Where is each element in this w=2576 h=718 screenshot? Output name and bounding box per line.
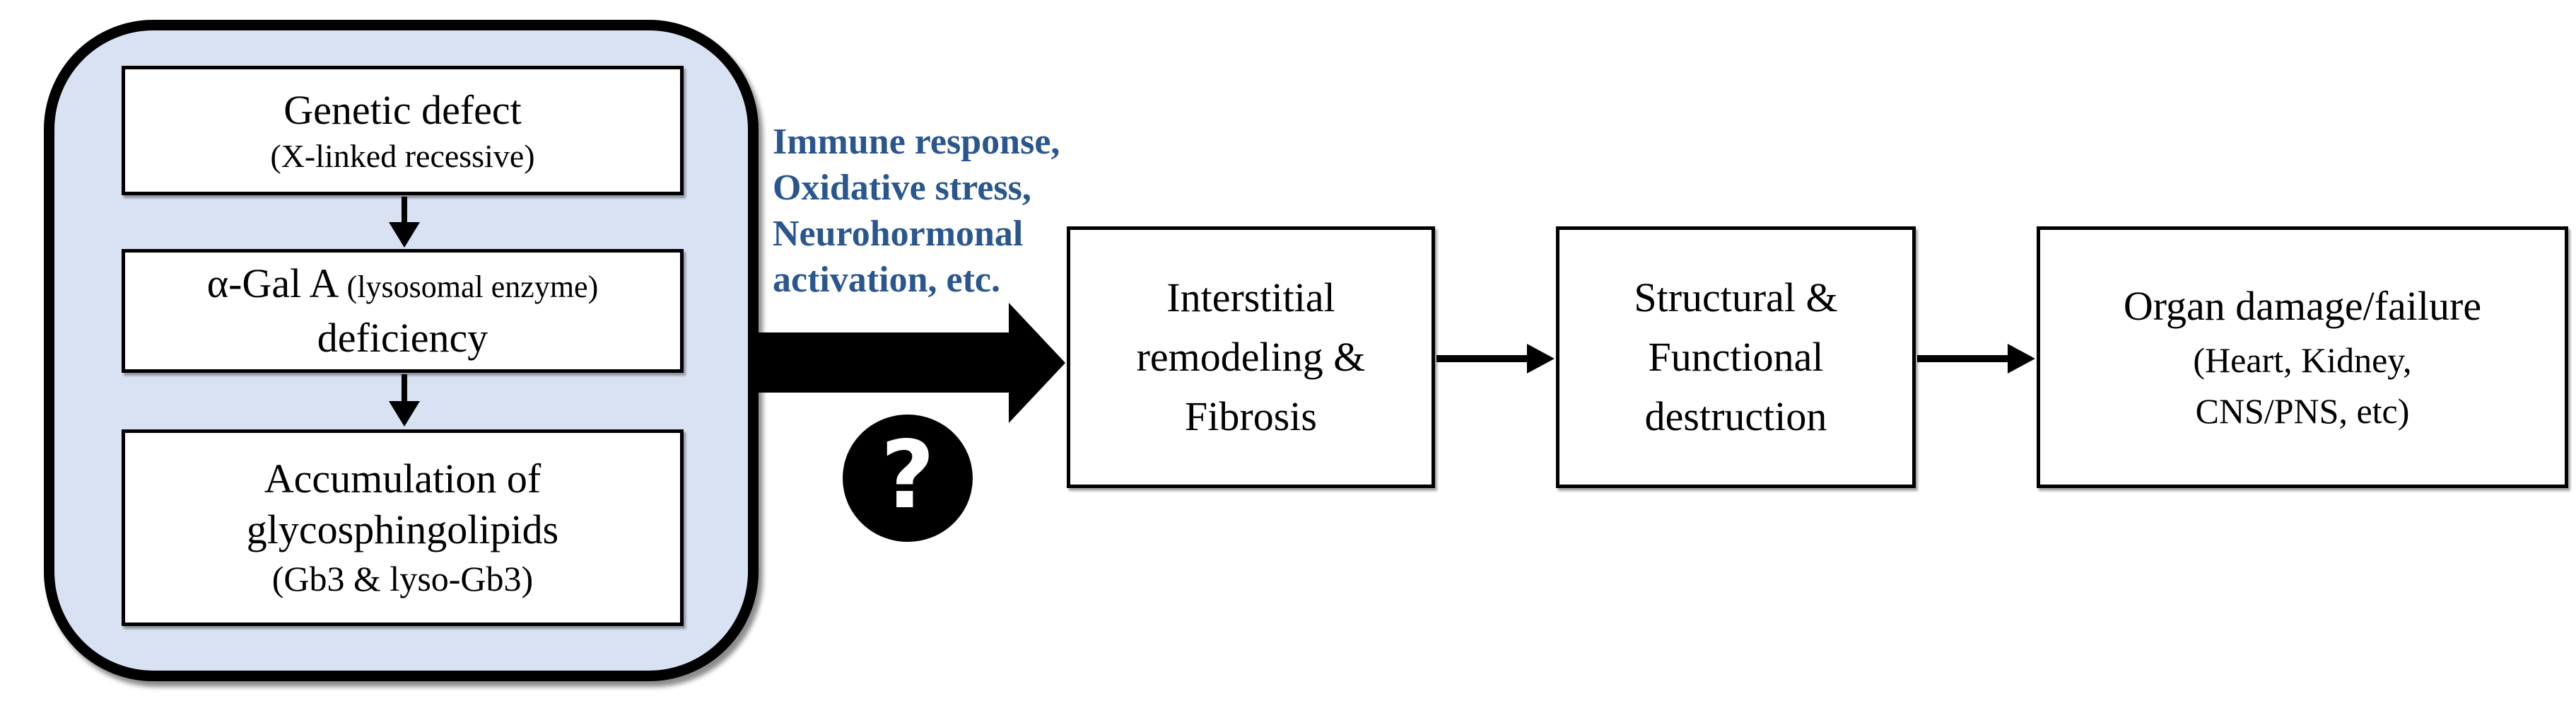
fibrosis-line1: Interstitial	[1166, 274, 1335, 320]
genetic-defect-title: Genetic defect	[283, 86, 522, 133]
enzyme-name: α-Gal A	[206, 260, 347, 306]
mediators-annotation: Immune response, Oxidative stress, Neuro…	[773, 119, 1098, 303]
structural-destruction-box: Structural & Functional destruction	[1556, 226, 1916, 488]
question-mark-icon: ?	[843, 415, 973, 542]
mediators-line-3: Neurohormonal	[773, 214, 1024, 254]
organ-damage-box: Organ damage/failure (Heart, Kidney, CNS…	[2037, 226, 2568, 488]
accumulation-line2: glycosphingolipids	[246, 506, 559, 552]
destruction-line1: Structural &	[1634, 274, 1838, 320]
deficiency-label: deficiency	[317, 315, 488, 361]
genetic-defect-subtitle: (X-linked recessive)	[270, 137, 535, 174]
interstitial-remodeling-box: Interstitial remodeling & Fibrosis	[1067, 226, 1435, 488]
question-mark-glyph: ?	[880, 421, 935, 530]
connector-arrow-2-head	[2008, 344, 2035, 374]
destruction-line2: Functional	[1648, 334, 1824, 380]
big-black-arrow	[757, 303, 1065, 423]
connector-arrow-1-head	[1527, 344, 1555, 374]
mediators-line-4: activation, etc.	[773, 260, 1001, 300]
enzyme-deficiency-box: α-Gal A (lysosomal enzyme) deficiency	[122, 249, 684, 373]
destruction-line3: destruction	[1644, 393, 1827, 439]
organ-line1: Organ damage/failure	[2123, 283, 2482, 329]
fibrosis-line3: Fibrosis	[1185, 393, 1317, 439]
genetic-defect-box: Genetic defect (X-linked recessive)	[122, 66, 684, 195]
mediators-line-2: Oxidative stress,	[773, 168, 1031, 208]
accumulation-box: Accumulation of glycosphingolipids (Gb3 …	[122, 429, 684, 626]
mediators-line-1: Immune response,	[773, 122, 1060, 162]
fibrosis-line2: remodeling &	[1136, 334, 1366, 380]
accumulation-line1: Accumulation of	[264, 456, 541, 502]
enzyme-line: α-Gal A (lysosomal enzyme)	[207, 258, 599, 313]
enzyme-note: (lysosomal enzyme)	[346, 270, 599, 304]
accumulation-subtitle: (Gb3 & lyso-Gb3)	[271, 559, 534, 598]
organ-line2: (Heart, Kidney,	[2193, 340, 2412, 380]
organ-line3: CNS/PNS, etc)	[2195, 391, 2410, 431]
